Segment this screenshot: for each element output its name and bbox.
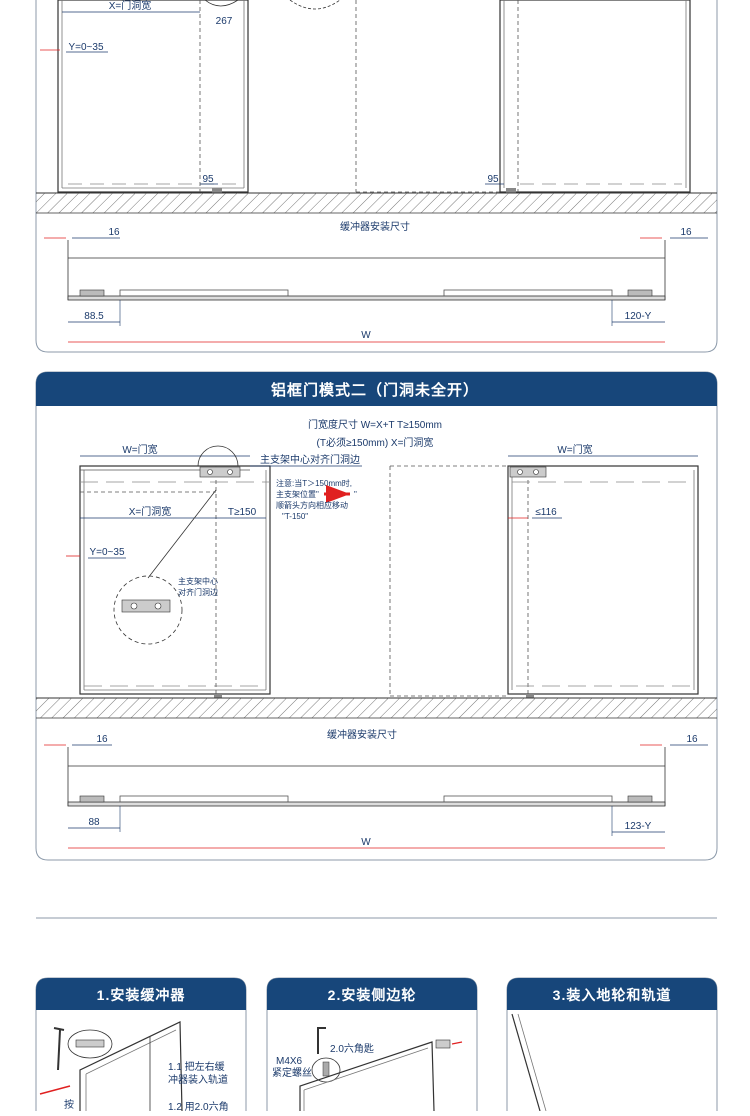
section2-dim-16-right: 16 — [686, 734, 698, 745]
section1-rail — [67, 295, 666, 301]
section1-buffer-right — [627, 289, 653, 297]
section2-buffer-left — [79, 795, 105, 803]
step-card-1-header — [36, 978, 246, 1010]
step-card-3: 3.装入地轮和轨道 — [506, 977, 718, 1112]
section1-buffer-left — [79, 289, 105, 297]
section2-dim-right-bottom: 123-Y — [625, 821, 652, 832]
section2-notice-quote: " — [354, 490, 357, 499]
step-card-2-screw-line2: 紧定螺丝 — [272, 1066, 312, 1079]
section2-dim-16-left: 16 — [96, 734, 108, 745]
section2-dim-w: W — [361, 837, 371, 848]
screw-icon — [322, 1061, 330, 1077]
section1-buffer-title: 缓冲器安装尺寸 — [340, 220, 410, 233]
section2-x-label: X=门洞宽 — [129, 505, 172, 518]
step-card-3-header — [507, 978, 717, 1010]
section1-dim-right-bottom: 120-Y — [625, 311, 652, 322]
step-card-1: 1.安装缓冲器 1.1 把左右缓 冲器装入轨道 1.2 用2.0六角 按 — [35, 977, 247, 1113]
section2-formula-line1: 门宽度尺寸 W=X+T T≥150mm — [308, 418, 442, 431]
section1-dim-95-right: 95 — [487, 174, 499, 185]
section2-bracket-right — [509, 466, 547, 478]
section2-left-door — [79, 465, 271, 695]
step-card-3-title: 3.装入地轮和轨道 — [553, 987, 672, 1003]
section2-callout-line2: 对齐门洞边 — [178, 587, 218, 597]
section1-right-door — [499, 0, 691, 193]
section1-panel: X=门洞宽 267 Y=0~35 95 95 缓冲器安装尺寸 16 — [35, 0, 718, 353]
section1-dim-95-left: 95 — [202, 174, 214, 185]
step-card-2-door — [299, 1041, 435, 1112]
section2-dim-left-bottom: 88 — [88, 817, 100, 828]
section1-dim-16-right: 16 — [680, 227, 692, 238]
section2-w-label-right: W=门宽 — [557, 443, 592, 456]
section2-w-label-left: W=门宽 — [122, 443, 157, 456]
section2-formula-line2: (T必须≥150mm) X=门洞宽 — [317, 436, 434, 449]
step-card-2-title: 2.安装侧边轮 — [328, 987, 417, 1003]
step-card-1-line2: 冲器装入轨道 — [168, 1073, 228, 1086]
section1-floor-hatch — [36, 193, 717, 213]
step-card-2-wrench-label: 2.0六角匙 — [330, 1042, 374, 1055]
section1-y-label: Y=0~35 — [68, 42, 103, 53]
step-card-1-door — [79, 1021, 183, 1112]
section2-rail — [67, 801, 666, 807]
section2-title: 铝框门模式二（门洞未全开） — [271, 381, 479, 399]
step-card-1-title: 1.安装缓冲器 — [97, 987, 186, 1003]
section2-bracket-left — [199, 466, 241, 478]
section1-dim-left-bottom: 88.5 — [84, 311, 104, 322]
section2-notice-line4: "T-150" — [282, 512, 308, 521]
section1-dim-w: W — [361, 330, 371, 341]
section2-right-door — [507, 465, 699, 695]
section2-dim-116: ≤116 — [535, 507, 557, 518]
section1-dim-267: 267 — [216, 16, 233, 27]
section2-notice-line3: 顺箭头方向相应移动 — [276, 500, 348, 510]
step-card-2-header — [267, 978, 477, 1010]
step-card-2-screw-line1: M4X6 — [276, 1056, 303, 1067]
step-card-1-line1: 1.1 把左右缓 — [168, 1060, 225, 1073]
section1-dim-16-left: 16 — [108, 227, 120, 238]
section2-header-bar — [36, 372, 717, 406]
section2-notice-line2: 主支架位置" — [276, 489, 319, 499]
step-card-1-side-label: 按 — [64, 1098, 74, 1111]
section2-callout-circle — [113, 575, 183, 645]
step-card-2: 2.安装侧边轮 2.0六角匙 M4X6 紧定螺丝 — [266, 977, 478, 1112]
section2-bracket-note: 主支架中心对齐门洞边 — [260, 453, 360, 466]
section2-floor-hatch — [36, 698, 717, 718]
section2-buffer-right — [627, 795, 653, 803]
section2-buffer-title: 缓冲器安装尺寸 — [327, 728, 397, 741]
section1-x-label: X=门洞宽 — [109, 0, 152, 12]
section2-callout-line1: 主支架中心 — [178, 576, 218, 586]
section1-left-door — [57, 0, 249, 193]
section2-t-label: T≥150 — [228, 507, 257, 518]
section2-notice-line1: 注意:当T＞150mm时, — [276, 478, 352, 488]
step-card-1-line3: 1.2 用2.0六角 — [168, 1101, 229, 1111]
hex-key-icon — [317, 1027, 326, 1054]
section2-panel: 铝框门模式二（门洞未全开） 门宽度尺寸 W=X+T T≥150mm (T必须≥1… — [35, 371, 718, 861]
section2-y-label: Y=0~35 — [89, 547, 124, 558]
